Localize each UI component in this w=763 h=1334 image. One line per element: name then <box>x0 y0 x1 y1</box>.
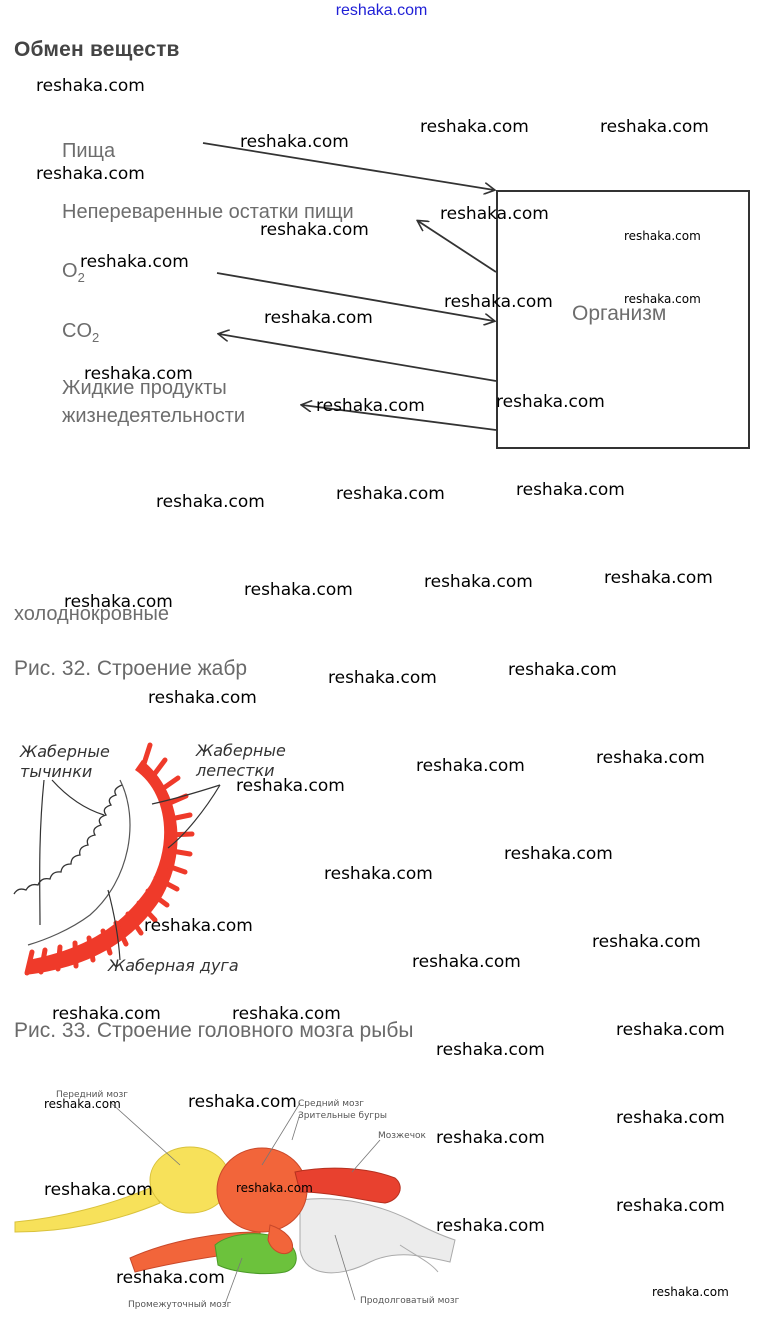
watermark: reshaka.com <box>264 308 373 328</box>
label-liquid-line2: жизнедеятельности <box>62 405 246 427</box>
watermark: reshaka.com <box>236 776 345 796</box>
watermark: reshaka.com <box>600 117 709 137</box>
watermark: reshaka.com <box>420 117 529 137</box>
gill-leader-lines <box>39 779 221 961</box>
watermark: reshaka.com <box>84 364 193 384</box>
watermark: reshaka.com <box>232 1004 341 1024</box>
arrow-o2-in <box>216 272 494 321</box>
watermark: reshaka.com <box>148 688 257 708</box>
watermark: reshaka.com <box>52 1004 161 1024</box>
watermark: reshaka.com <box>652 1285 729 1299</box>
watermark: reshaka.com <box>592 932 701 952</box>
watermark: reshaka.com <box>596 748 705 768</box>
watermark: reshaka.com <box>336 484 445 504</box>
watermark: reshaka.com <box>156 492 265 512</box>
section-title: Обмен веществ <box>14 38 180 61</box>
cerebellum <box>294 1167 401 1204</box>
arrow-food-in <box>202 142 494 190</box>
arrow-undigested-out <box>418 221 497 273</box>
label-food: Пища <box>62 140 116 162</box>
watermark: reshaka.com <box>624 292 701 306</box>
watermark: reshaka.com <box>36 164 145 184</box>
co2-sub: 2 <box>92 330 100 345</box>
watermark: reshaka.com <box>324 864 433 884</box>
watermark: reshaka.com <box>144 916 253 936</box>
watermark: reshaka.com <box>436 1128 545 1148</box>
gill-filaments <box>25 760 178 975</box>
watermark: reshaka.com <box>44 1097 121 1111</box>
watermark: reshaka.com <box>240 132 349 152</box>
watermark: reshaka.com <box>260 220 369 240</box>
o2-sub: 2 <box>77 270 85 285</box>
label-gill-filaments-2: лепестки <box>196 761 275 780</box>
watermark: reshaka.com <box>424 572 533 592</box>
label-liquid-line1: Жидкие продукты <box>62 377 227 399</box>
watermark: reshaka.com <box>188 1092 297 1112</box>
watermark: reshaka.com <box>116 1268 225 1288</box>
fig32-caption: Рис. 32. Строение жабр <box>14 657 248 680</box>
watermark: reshaka.com <box>496 392 605 412</box>
organism-label: Организм <box>572 302 667 325</box>
label-undigested: Непереваренные остатки пищи <box>62 201 354 223</box>
watermark: reshaka.com <box>624 229 701 243</box>
watermark: reshaka.com <box>516 480 625 500</box>
watermark: reshaka.com <box>436 1040 545 1060</box>
watermark: reshaka.com <box>616 1020 725 1040</box>
watermark: reshaka.com <box>236 1181 313 1195</box>
label-forebrain: Передний мозг <box>56 1090 129 1100</box>
watermark: reshaka.com <box>36 76 145 96</box>
watermark: reshaka.com <box>604 568 713 588</box>
label-o2: O2 <box>62 260 85 285</box>
o2-base: O <box>62 260 78 282</box>
gill-filament-rays <box>24 742 195 976</box>
watermark: reshaka.com <box>508 660 617 680</box>
watermark: reshaka.com <box>440 204 549 224</box>
label-co2: CO2 <box>62 320 99 345</box>
watermark: reshaka.com <box>416 756 525 776</box>
label-midbrain: Средний мозг <box>298 1099 365 1109</box>
arrow-co2-out <box>219 334 497 382</box>
label-optic-tubercles: Зрительные бугры <box>298 1111 387 1121</box>
label-gill-arch: Жаберная дуга <box>108 956 239 975</box>
answer-text: холоднокровные <box>14 603 170 625</box>
label-gill-rakers-1: Жаберные <box>20 742 110 761</box>
label-gill-rakers-2: тычинки <box>20 762 93 781</box>
watermark: reshaka.com <box>80 252 189 272</box>
arrow-liquid-out <box>302 405 497 431</box>
watermark: reshaka.com <box>316 396 425 416</box>
watermark: reshaka.com <box>64 592 173 612</box>
medulla <box>299 1198 456 1274</box>
label-gill-filaments-1: Жаберные <box>196 741 286 760</box>
co2-base: CO <box>62 320 92 342</box>
label-medulla: Продолговатый мозг <box>360 1296 460 1306</box>
watermark: reshaka.com <box>616 1108 725 1128</box>
gill-rakers <box>13 784 123 895</box>
brain-leader-lines <box>109 1101 381 1305</box>
label-diencephalon: Промежуточный мозг <box>128 1300 232 1310</box>
olfactory-tract <box>14 1187 161 1233</box>
watermark: reshaka.com <box>328 668 437 688</box>
fig33-caption: Рис. 33. Строение головного мозга рыбы <box>14 1019 414 1042</box>
watermark: reshaka.com <box>616 1196 725 1216</box>
watermark: reshaka.com <box>504 844 613 864</box>
watermark: reshaka.com <box>436 1216 545 1236</box>
watermark: reshaka.com <box>412 952 521 972</box>
site-link[interactable]: reshaka.com <box>335 2 428 19</box>
label-cerebellum: Мозжечок <box>378 1131 426 1141</box>
watermark: reshaka.com <box>244 580 353 600</box>
watermark: reshaka.com <box>44 1180 153 1200</box>
organism-box <box>496 190 750 449</box>
watermark: reshaka.com <box>444 292 553 312</box>
